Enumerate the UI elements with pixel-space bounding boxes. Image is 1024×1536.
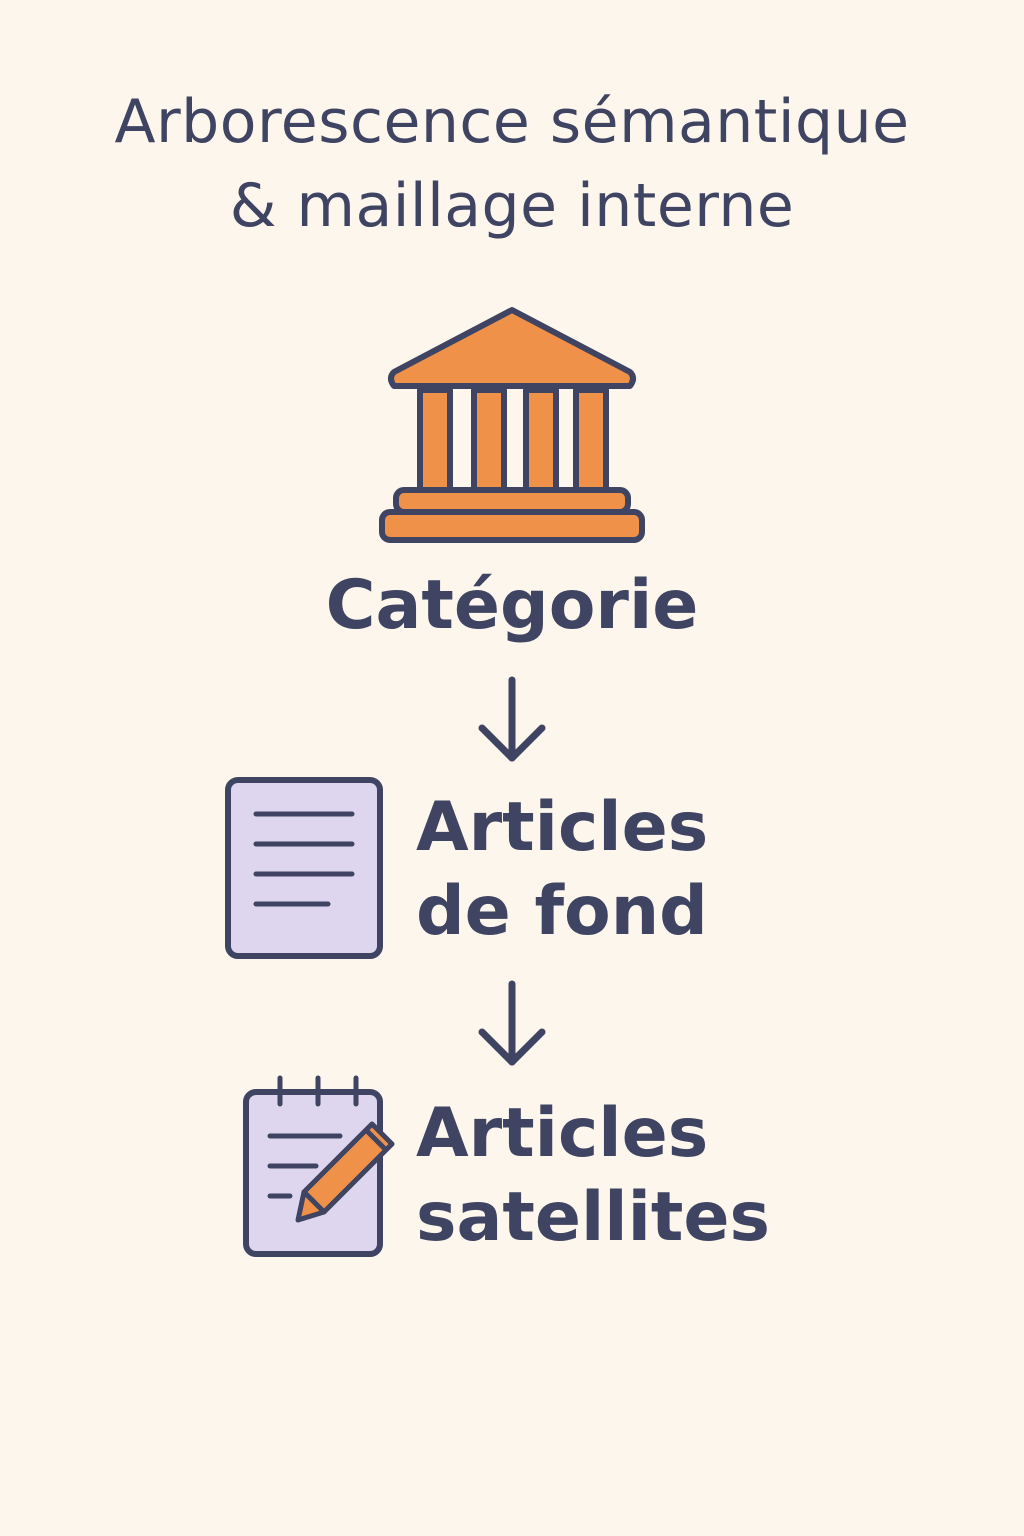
node-articles-satellites-line-2: satellites bbox=[416, 1178, 771, 1257]
node-articles-de-fond-label: Articles de fond bbox=[416, 786, 708, 954]
document-icon bbox=[225, 777, 383, 959]
node-articles-satellites-label: Articles satellites bbox=[416, 1092, 770, 1260]
node-category-label: Catégorie bbox=[325, 566, 699, 645]
node-articles-de-fond-line-2: de fond bbox=[416, 872, 708, 951]
title-line-2: & maillage interne bbox=[229, 171, 795, 241]
title-line-1: Arborescence sémantique bbox=[114, 87, 910, 157]
arrow-down-icon bbox=[478, 980, 546, 1066]
notepad-pencil-icon bbox=[243, 1075, 395, 1257]
node-articles-de-fond-line-1: Articles bbox=[416, 788, 709, 867]
building-icon bbox=[379, 307, 645, 543]
node-articles-satellites-line-1: Articles bbox=[416, 1094, 709, 1173]
diagram-title: Arborescence sémantique & maillage inter… bbox=[0, 80, 1024, 248]
arrow-down-icon bbox=[478, 676, 546, 762]
